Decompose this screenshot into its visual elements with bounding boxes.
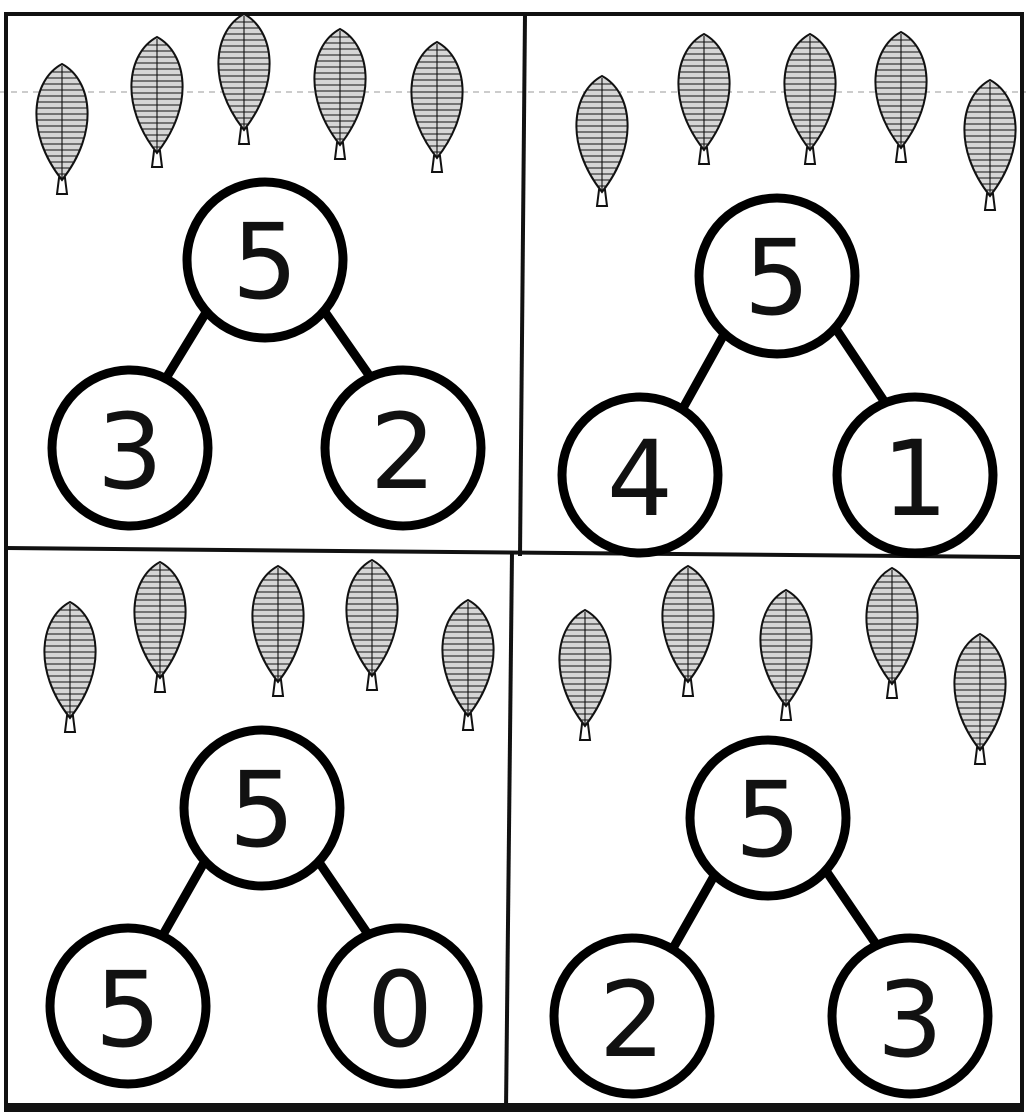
- number-bond: 5 4 1: [562, 198, 993, 553]
- leaf-icon: [648, 566, 728, 696]
- leaf-icon: [300, 29, 380, 159]
- part-right-number: 0: [367, 949, 433, 1071]
- leaf-icon: [117, 37, 197, 167]
- divider-vertical-top: [520, 14, 525, 556]
- leaf-group: [545, 566, 1020, 764]
- panel-bottom-left: 5 5 0: [30, 560, 508, 1084]
- leaf-icon: [22, 64, 102, 194]
- leaf-group: [562, 32, 1026, 210]
- leaf-icon: [120, 562, 200, 692]
- divider-horizontal: [6, 548, 1022, 557]
- panel-top-right: 5 4 1: [562, 32, 1026, 553]
- leaf-icon: [428, 600, 508, 730]
- panel-top-left: 5 3 2: [22, 14, 481, 526]
- bond-connector-left: [160, 852, 210, 940]
- leaf-group: [30, 560, 508, 732]
- leaf-icon: [545, 610, 625, 740]
- leaf-icon: [950, 80, 1026, 210]
- leaf-icon: [664, 34, 744, 164]
- leaf-icon: [852, 568, 932, 698]
- leaf-icon: [746, 590, 826, 720]
- number-bond: 5 2 3: [554, 740, 988, 1094]
- panel-bottom-right: 5 2 3: [545, 566, 1020, 1094]
- part-left-number: 2: [599, 959, 665, 1081]
- part-left-number: 3: [97, 391, 163, 513]
- part-left-number: 4: [607, 418, 673, 540]
- bond-connector-right: [820, 862, 880, 950]
- leaf-icon: [238, 566, 318, 696]
- whole-number: 5: [229, 749, 295, 871]
- part-left-number: 5: [95, 949, 161, 1071]
- whole-number: 5: [735, 759, 801, 881]
- leaf-icon: [861, 32, 941, 162]
- leaf-icon: [397, 42, 477, 172]
- part-right-number: 1: [882, 418, 948, 540]
- divider-vertical-bottom: [506, 552, 512, 1110]
- whole-number: 5: [744, 217, 810, 339]
- leaf-icon: [332, 560, 412, 690]
- part-right-number: 2: [370, 391, 436, 513]
- leaf-icon: [770, 34, 850, 164]
- leaf-group: [22, 14, 477, 194]
- leaf-icon: [204, 14, 284, 144]
- number-bond: 5 3 2: [52, 182, 481, 526]
- whole-number: 5: [232, 201, 298, 323]
- leaf-icon: [562, 76, 642, 206]
- part-right-number: 3: [877, 959, 943, 1081]
- bond-connector-right: [830, 320, 890, 410]
- leaf-icon: [940, 634, 1020, 764]
- leaf-icon: [30, 602, 110, 732]
- number-bond: 5 5 0: [50, 730, 478, 1084]
